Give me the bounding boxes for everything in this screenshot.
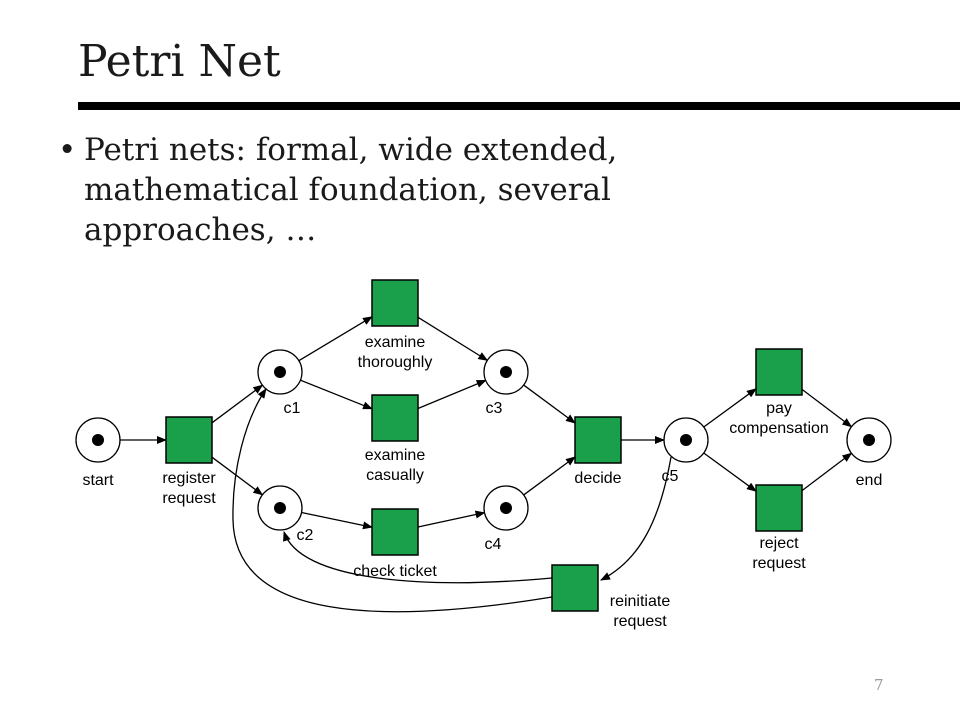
arc-register-to-c2 (211, 456, 264, 496)
transition-label: decide (574, 470, 621, 487)
token (274, 366, 286, 378)
place-label: c1 (284, 400, 301, 417)
transition-label: pay (766, 400, 792, 417)
arc-reinitiate-request-to-c2 (283, 531, 553, 584)
transition-examine-casually (371, 394, 419, 442)
page-number: 7 (874, 676, 884, 694)
bullet-symbol: • (58, 132, 77, 168)
token (863, 434, 875, 446)
arc-c2-to-check-ticket (301, 511, 373, 530)
arc-reject-request-to-end (801, 452, 853, 492)
place-label: start (82, 472, 114, 489)
transition-reject-request (755, 484, 803, 532)
token (500, 366, 512, 378)
arc-c5-to-pay-compensation (703, 388, 757, 428)
bullet-text: Petri nets: formal, wide extended, mathe… (84, 132, 618, 248)
transition-label: check ticket (353, 563, 437, 580)
arc-c5-to-reinitiate-request (600, 456, 672, 581)
place-label: c4 (485, 536, 502, 553)
label-layer: register request examine thoroughly examine c… (82, 334, 882, 630)
transition-label: reject (759, 535, 799, 552)
arc-c5-to-reject-request (703, 452, 757, 492)
transition-decide (574, 416, 622, 464)
arc-check-ticket-to-c4 (417, 510, 486, 528)
title-underline (78, 102, 960, 110)
arc-pay-compensation-to-end (801, 388, 853, 428)
place-label: c3 (486, 400, 503, 417)
transition-pay-compensation (755, 348, 803, 396)
slide-title: Petri Net (78, 36, 281, 87)
transition-label: reinitiate (610, 593, 671, 610)
arc-c1-to-examine-thoroughly (298, 316, 373, 362)
transition-examine-thoroughly (371, 279, 419, 327)
arc-register-to-c1 (211, 384, 264, 424)
transition-label: register (162, 470, 216, 487)
arc-c3-to-decide (523, 384, 576, 424)
place-label: c2 (297, 527, 314, 544)
transition-label: examine (365, 447, 426, 464)
transition-label: compensation (729, 420, 829, 437)
token (92, 434, 104, 446)
token (680, 434, 692, 446)
transition-label: examine (365, 334, 426, 351)
transition-check-ticket (371, 508, 419, 556)
bullet-list: • Petri nets: formal, wide extended, mat… (58, 130, 738, 250)
arc-c4-to-decide (523, 456, 576, 496)
transition-label: request (162, 490, 216, 507)
arc-examine-casually-to-c3 (417, 379, 487, 410)
arc-layer (120, 316, 853, 613)
place-label: end (856, 472, 883, 489)
arc-reinitiate-request-to-c1 (232, 388, 553, 613)
node-layer (75, 279, 892, 612)
transition-label: thoroughly (358, 354, 433, 371)
token (500, 502, 512, 514)
arc-examine-thoroughly-to-c3 (417, 316, 489, 361)
token (274, 502, 286, 514)
transition-label: request (752, 555, 806, 572)
arc-c1-to-examine-casually (300, 379, 373, 410)
transition-register (165, 416, 213, 464)
place-label: c5 (662, 468, 679, 485)
transition-reinitiate-request (551, 564, 599, 612)
transition-label: casually (366, 467, 424, 484)
transition-label: request (613, 613, 667, 630)
